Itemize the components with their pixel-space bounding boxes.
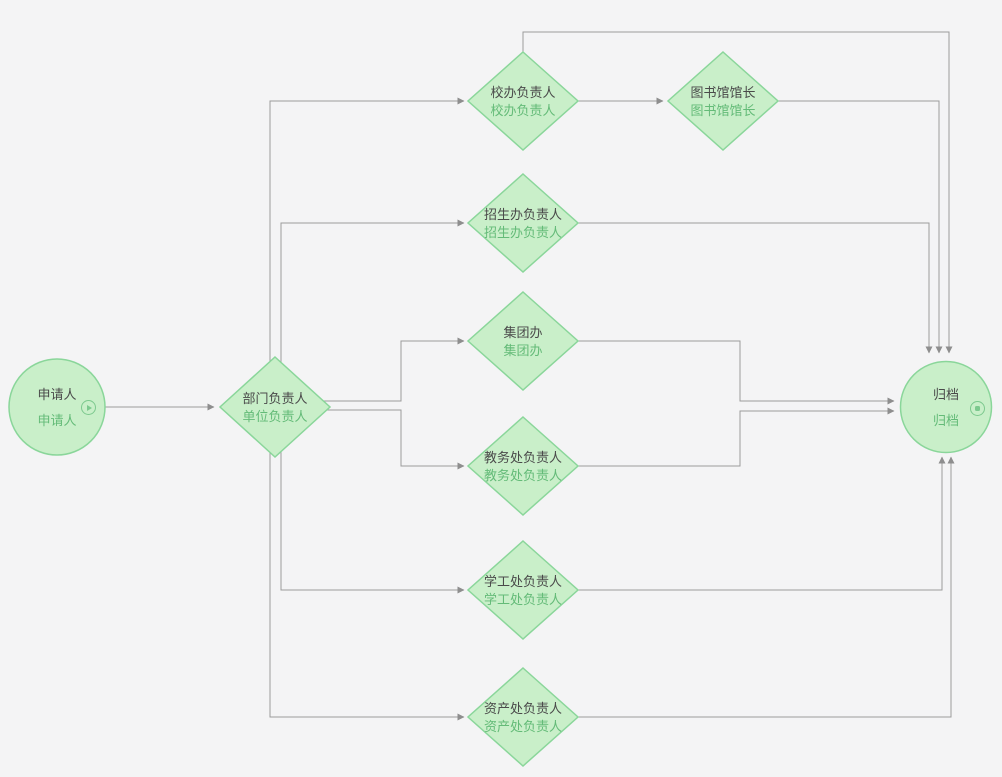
node-department-manager[interactable]: 部门负责人 单位负责人 [218,355,332,459]
node-academic-affairs-manager[interactable]: 教务处负责人 教务处负责人 [466,415,580,517]
node-student-affairs-manager[interactable]: 学工处负责人 学工处负责人 [466,539,580,641]
node-applicant[interactable]: 申请人 申请人 [6,356,108,458]
node-admissions-office-manager[interactable]: 招生办负责人 招生办负责人 [466,172,580,274]
node-group-office[interactable]: 集团办 集团办 [466,290,580,392]
node-school-office-manager[interactable]: 校办负责人 校办负责人 [466,50,580,152]
node-library-director[interactable]: 图书馆馆长 图书馆馆长 [666,50,780,152]
node-assets-office-manager[interactable]: 资产处负责人 资产处负责人 [466,666,580,768]
start-play-icon [81,400,96,415]
end-stop-icon [970,401,985,416]
node-archive[interactable]: 归档 归档 [898,359,994,455]
